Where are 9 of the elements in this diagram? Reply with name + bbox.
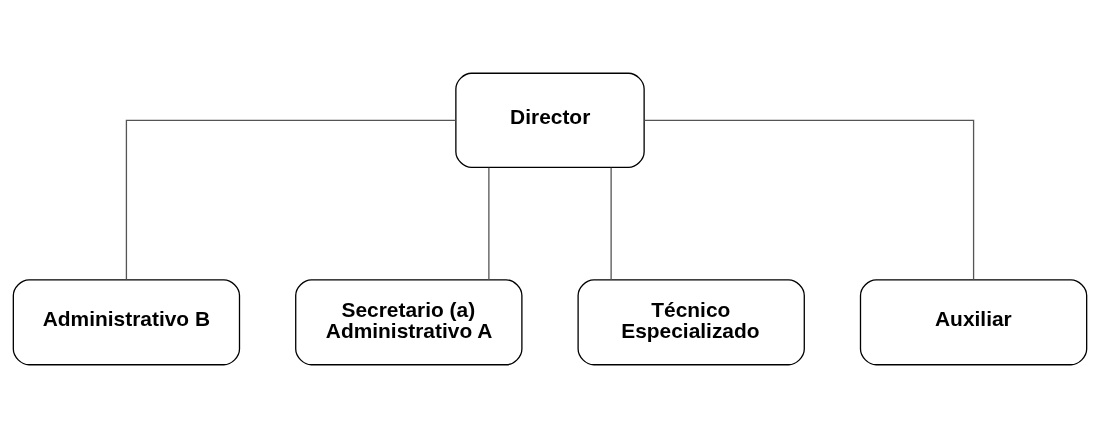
connector (643, 119, 975, 281)
node-box: Director (455, 72, 645, 168)
connector (125, 119, 457, 281)
connector (488, 167, 490, 281)
node-box: Auxiliar (859, 279, 1088, 366)
node-box: Administrativo B (12, 279, 241, 366)
node-box: Técnico Especializado (577, 279, 805, 366)
connector (610, 167, 612, 281)
node-box: Secretario (a) Administrativo A (295, 279, 523, 366)
